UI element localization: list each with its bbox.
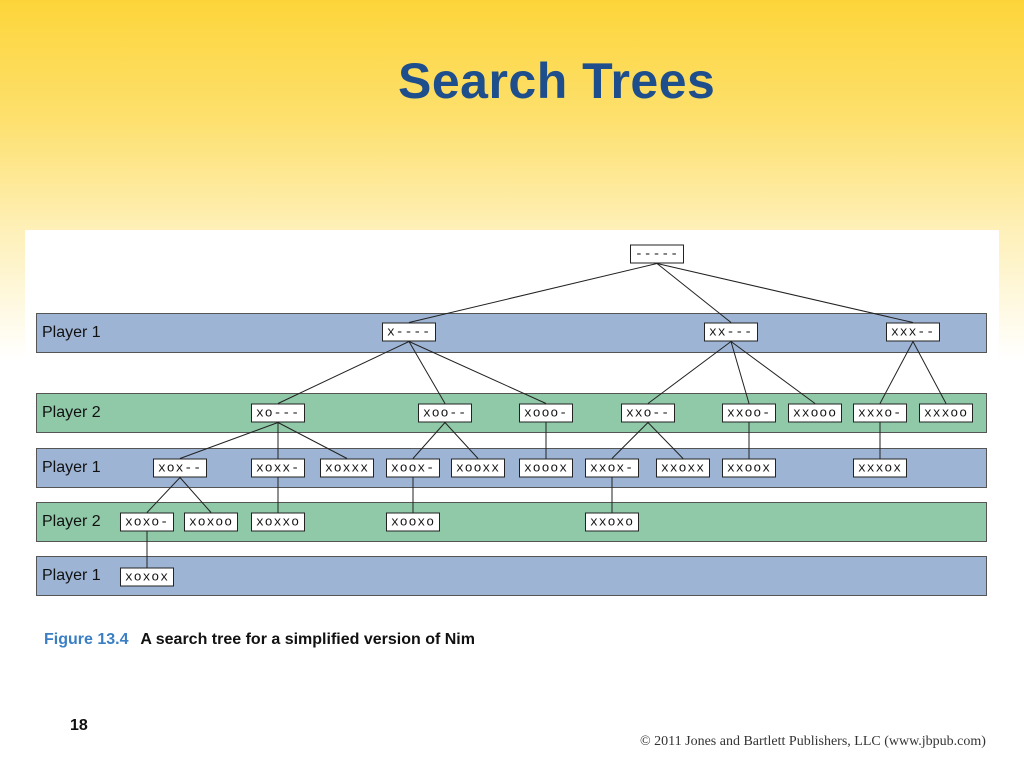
- tree-node: -----: [629, 244, 685, 264]
- tree-edge: [146, 477, 181, 513]
- tree-node: xo---: [250, 403, 306, 423]
- tree-node: xooo-: [518, 403, 574, 423]
- tree-node: xxxox: [852, 458, 908, 478]
- tree-edge: [647, 341, 732, 404]
- band-label: Player 2: [42, 513, 101, 530]
- tree-node: xxooo: [787, 403, 843, 423]
- tree-edge: [408, 263, 658, 323]
- band-label: Player 1: [42, 459, 101, 476]
- copyright-notice: © 2011 Jones and Bartlett Publishers, LL…: [640, 734, 986, 749]
- tree-node: xoo--: [417, 403, 473, 423]
- tree-node: xox--: [152, 458, 208, 478]
- band-label: Player 1: [42, 324, 101, 341]
- tree-edge: [408, 341, 547, 404]
- tree-edge: [879, 341, 914, 404]
- tree-edge: [179, 477, 212, 513]
- tree-edge: [412, 422, 446, 459]
- tree-node: xoxoo: [183, 512, 239, 532]
- tree-node: xoxox: [119, 567, 175, 587]
- slide-title: Search Trees: [398, 53, 716, 109]
- band-player1-level1: Player 1: [36, 313, 987, 353]
- tree-node: xoxo-: [119, 512, 175, 532]
- tree-node: xooxo: [385, 512, 441, 532]
- page-number: 18: [70, 717, 88, 734]
- tree-edge: [656, 263, 914, 323]
- tree-node: xoox-: [385, 458, 441, 478]
- tree-node: xoxxx: [319, 458, 375, 478]
- tree-edge: [408, 341, 446, 404]
- tree-edge: [730, 341, 816, 404]
- tree-node: xoxxo: [250, 512, 306, 532]
- tree-node: xx---: [703, 322, 759, 342]
- band-label: Player 2: [42, 404, 101, 421]
- tree-edge: [647, 422, 684, 459]
- figure-caption-text: A search tree for a simplified version o…: [140, 631, 475, 648]
- tree-node: xxoxo: [584, 512, 640, 532]
- tree-node: xooxx: [450, 458, 506, 478]
- tree-edge: [912, 341, 947, 404]
- tree-node: xxxo-: [852, 403, 908, 423]
- tree-node: xxoo-: [721, 403, 777, 423]
- band-player1-level5: Player 1: [36, 556, 987, 596]
- tree-edge: [179, 422, 279, 459]
- tree-node: xxoox: [721, 458, 777, 478]
- tree-node: x----: [381, 322, 437, 342]
- tree-node: xxoxx: [655, 458, 711, 478]
- tree-edge: [730, 341, 750, 404]
- figure-caption: Figure 13.4 A search tree for a simplifi…: [44, 631, 475, 649]
- figure-number: Figure 13.4: [44, 631, 129, 648]
- tree-edge: [277, 422, 348, 459]
- tree-node: xooox: [518, 458, 574, 478]
- band-label: Player 1: [42, 567, 101, 584]
- tree-node: xxx--: [885, 322, 941, 342]
- tree-edge: [611, 422, 649, 459]
- band-player1-level3: Player 1: [36, 448, 987, 488]
- tree-node: xxxoo: [918, 403, 974, 423]
- tree-edge: [656, 263, 732, 323]
- tree-node: xoxx-: [250, 458, 306, 478]
- tree-edge: [444, 422, 479, 459]
- tree-node: xxox-: [584, 458, 640, 478]
- tree-node: xxo--: [620, 403, 676, 423]
- tree-edge: [277, 341, 410, 404]
